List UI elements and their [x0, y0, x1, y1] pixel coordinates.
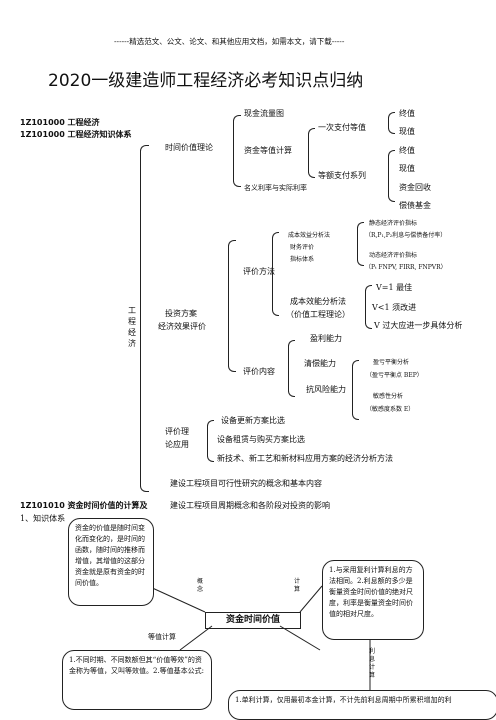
center-node: 资金时间价值 — [205, 612, 301, 629]
section-heading-1: 1Z101000 工程经济 — [20, 118, 100, 127]
tail-item-1: 建设工程项目可行性研究的概念和基本内容 — [170, 479, 322, 488]
concept-edge-label: 概念 — [196, 578, 203, 593]
index-brace — [357, 222, 364, 266]
root-brace — [140, 145, 149, 492]
time-value-label: 时间价值理论 — [165, 143, 213, 152]
dynamic-index-label: 动态经济评价指标 — [369, 252, 418, 259]
diagram-connectors — [147, 585, 371, 690]
apply-label-1: 评价理 — [165, 427, 189, 436]
content-label: 评价内容 — [243, 367, 275, 376]
method-brace — [272, 232, 279, 316]
apply-item-2: 设备租赁与购买方案比选 — [217, 435, 305, 444]
index-sys-label: 指标体系 — [290, 256, 315, 263]
fin-eval-label: 财务评价 — [290, 244, 315, 251]
calc-edge-label: 计算 — [293, 578, 300, 593]
ce-analysis-label-1: 成本效能分析法 — [290, 297, 346, 306]
invest-label-1: 投资方案 — [165, 309, 197, 318]
debt-label: 清偿能力 — [304, 359, 336, 368]
apply-item-3: 新技术、新工艺和新材料应用方案的经济分析方法 — [217, 454, 393, 463]
page-title: 2020一级建造师工程经济必考知识点归纳 — [48, 71, 364, 91]
annuity-brace — [388, 150, 395, 202]
equiv-brace — [308, 128, 315, 178]
method-label: 评价方法 — [243, 267, 275, 276]
once-brace — [388, 112, 395, 134]
dynamic-index-sub: （Pₜ FNPV, FIRR, FNPVR） — [365, 264, 447, 271]
static-index-label: 静态经济评价指标 — [369, 220, 418, 227]
annuity-label: 等额支付系列 — [318, 171, 366, 180]
profit-label: 盈利能力 — [310, 334, 342, 343]
once-pay-label: 一次支付等值 — [318, 123, 366, 132]
bep-label: 盈亏平衡分析 — [373, 359, 410, 366]
apply-label-2: 论应用 — [165, 440, 189, 449]
cash-flow-label: 现金流量图 — [244, 109, 284, 118]
sensitivity-label: 敏感性分析 — [373, 393, 404, 400]
section-heading-2: 1Z101000 工程经济知识体系 — [20, 130, 132, 139]
knowledge-label: 1、知识体系 — [20, 514, 66, 523]
equiv-edge-label: 等值计算 — [148, 633, 176, 641]
rate-label: 名义利率与实际利率 — [244, 184, 307, 192]
cost-analysis-label: 成本效益分析法 — [288, 232, 331, 239]
v-less-1: V<1 须改进 — [372, 303, 417, 312]
apply-item-1: 设备更新方案比选 — [221, 416, 285, 425]
annuity-pv-label: 现值 — [399, 164, 415, 173]
header-note: ------精选范文、公文、论文、和其他应用文档，如需本文，请下载----- — [114, 37, 345, 46]
ce-analysis-label-2: （价值工程理论） — [286, 310, 350, 319]
tail-item-2: 建设工程项目周期概念和各阶段对投资的影响 — [170, 501, 330, 510]
once-pv-label: 现值 — [399, 127, 415, 136]
annuity-fv-label: 终值 — [399, 146, 415, 155]
annuity-sf-label: 偿债基金 — [399, 201, 431, 210]
equiv-box: 1.不同时期、不同数额但其“价值等效”的资金称为等值，又叫等效值。2.等值基本公… — [62, 650, 212, 710]
section-heading-3: 1Z101010 资金时间价值的计算及 — [20, 501, 148, 510]
invest-brace — [228, 240, 236, 372]
apply-brace — [207, 420, 214, 462]
interest-box: 1.单利计算，仅用最初本金计算，不计先前利息周期中所累积增加的利 — [228, 690, 496, 720]
concept-box: 资金的价值是随时间变化而变化的，是时间的函数，随时间的推移而增值，其增值的这部分… — [68, 518, 154, 606]
content-brace — [288, 340, 295, 397]
v-too-large: V 过大应进一步具体分析 — [374, 321, 463, 330]
ce-brace — [365, 285, 372, 329]
v-equals-1: V=1 最佳 — [376, 283, 413, 292]
interest-edge-label: 利息计算 — [368, 648, 375, 679]
annuity-cr-label: 资金回收 — [399, 183, 431, 192]
sensitivity-sub: （敏感度系数 E） — [366, 406, 415, 413]
equiv-calc-label: 资金等值计算 — [244, 146, 292, 155]
risk-brace — [352, 360, 359, 420]
risk-label: 抗风险能力 — [306, 385, 346, 394]
once-fv-label: 终值 — [399, 109, 415, 118]
invest-label-2: 经济效果评价 — [158, 322, 206, 331]
calc-box: 1.与采用复利计算利息的方法相同。2.利息额的多少是衡量资金时间价值的绝对尺度，… — [322, 560, 424, 640]
bep-sub: （盈亏平衡点 BEP） — [366, 372, 423, 379]
time-value-brace — [233, 115, 241, 187]
static-index-sub: （R,P₁,P₂利息与偿债备付率） — [365, 232, 447, 239]
root-label: 工程经济 — [128, 306, 136, 348]
